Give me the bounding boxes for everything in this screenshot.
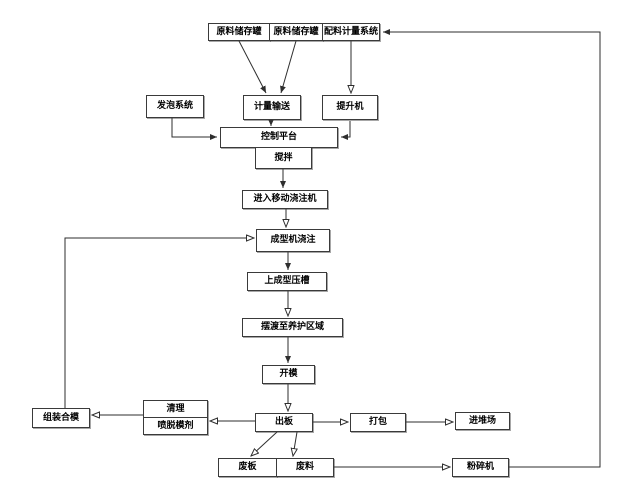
node-hoist: 提升机 xyxy=(322,95,378,120)
node-label: 废料 xyxy=(295,462,314,472)
node-raw-material-tank-1: 原料储存罐 xyxy=(208,23,270,41)
node-crusher: 粉碎机 xyxy=(452,458,509,477)
node-label: 控制平台 xyxy=(260,132,297,142)
node-foaming-system: 发泡系统 xyxy=(146,95,204,118)
node-cleaning: 清理 xyxy=(144,401,207,417)
node-label: 提升机 xyxy=(336,102,364,112)
node-control-platform: 控制平台 xyxy=(220,127,338,148)
node-label: 配料计量系统 xyxy=(323,26,378,37)
node-molding-machine-pouring: 成型机浇注 xyxy=(256,229,330,252)
node-mobile-pouring-machine: 进入移动浇注机 xyxy=(242,190,328,209)
node-waste-board: 废板 xyxy=(218,458,277,477)
node-label: 清理 xyxy=(166,403,185,414)
node-label: 原料储存罐 xyxy=(273,26,319,37)
node-label: 出板 xyxy=(274,417,293,427)
node-label: 计量输送 xyxy=(253,102,290,112)
node-label: 进入移动浇注机 xyxy=(253,194,317,204)
node-label: 粉碎机 xyxy=(466,462,494,472)
node-stockyard: 进堆场 xyxy=(455,412,510,430)
node-label: 废板 xyxy=(238,462,257,472)
node-open-mold: 开模 xyxy=(262,365,315,384)
node-label: 成型机浇注 xyxy=(270,235,316,245)
node-label: 进堆场 xyxy=(468,415,496,426)
node-metering-conveying: 计量输送 xyxy=(243,95,301,120)
node-spray-release-agent: 喷脱模剂 xyxy=(144,417,207,434)
node-waste-material: 废料 xyxy=(276,458,334,477)
node-label: 上成型压槽 xyxy=(264,276,310,286)
node-ferry-to-curing-area: 摆渡至养护区域 xyxy=(242,318,343,337)
node-cleaning-spray-release-agent: 清理 喷脱模剂 xyxy=(143,400,208,435)
node-plate-out: 出板 xyxy=(255,413,313,432)
node-label: 打包 xyxy=(368,417,387,427)
node-packing: 打包 xyxy=(350,413,406,432)
node-label: 摆渡至养护区域 xyxy=(260,322,324,332)
node-assemble-close-mold: 组装合模 xyxy=(32,408,90,428)
node-label: 原料储存罐 xyxy=(216,26,262,37)
node-label: 组装合模 xyxy=(42,412,79,423)
node-mixing: 搅拌 xyxy=(255,147,312,169)
node-upper-molding-press-trough: 上成型压槽 xyxy=(247,272,327,291)
node-label: 发泡系统 xyxy=(156,101,193,111)
node-batching-metering-system: 配料计量系统 xyxy=(322,23,380,41)
node-raw-material-tank-2: 原料储存罐 xyxy=(269,23,323,41)
node-label: 开模 xyxy=(279,369,298,379)
node-label: 搅拌 xyxy=(274,152,293,163)
node-label: 喷脱模剂 xyxy=(157,420,194,431)
